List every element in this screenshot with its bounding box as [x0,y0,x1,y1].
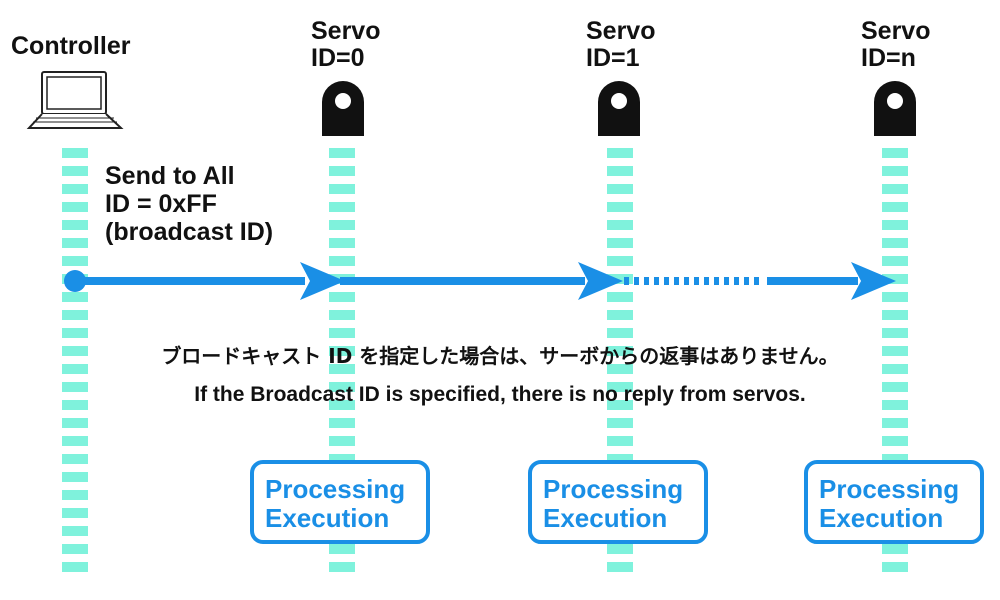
processing-line1: Processing [543,474,684,504]
servo-0-label: Servo ID=0 [311,18,380,72]
servo-1-label-line2: ID=1 [586,44,640,72]
servo-1-label-line1: Servo [586,17,656,45]
controller-label: Controller [11,32,131,60]
servo-icon [874,81,916,136]
processing-line1: Processing [265,474,406,504]
processing-box-servo-n: Processing Execution [804,460,984,544]
processing-line2: Execution [819,503,944,533]
note-japanese: ブロードキャスト ID を指定した場合は、サーボからの返事はありません。 [161,344,839,368]
servo-icon [322,81,364,136]
servo-n-label-line2: ID=n [861,44,916,72]
servo-0-label-line1: Servo [311,17,381,45]
processing-line2: Execution [543,503,668,533]
processing-box-servo-0: Processing Execution [250,460,430,544]
note-english: If the Broadcast ID is specified, there … [194,383,806,406]
laptop-icon [26,71,124,129]
servo-icon [598,81,640,136]
processing-line2: Execution [265,503,390,533]
message-line2: ID = 0xFF [105,190,217,218]
message-line1: Send to All [105,162,235,190]
processing-line1: Processing [819,474,960,504]
servo-1-label: Servo ID=1 [586,18,655,72]
servo-0-label-line2: ID=0 [311,44,365,72]
broadcast-arrow [64,262,896,300]
servo-n-label-line1: Servo [861,17,931,45]
message-line3: (broadcast ID) [105,218,274,246]
processing-box-servo-1: Processing Execution [528,460,708,544]
message-label: Send to All ID = 0xFF (broadcast ID) [105,162,273,246]
servo-n-label: Servo ID=n [861,18,930,72]
